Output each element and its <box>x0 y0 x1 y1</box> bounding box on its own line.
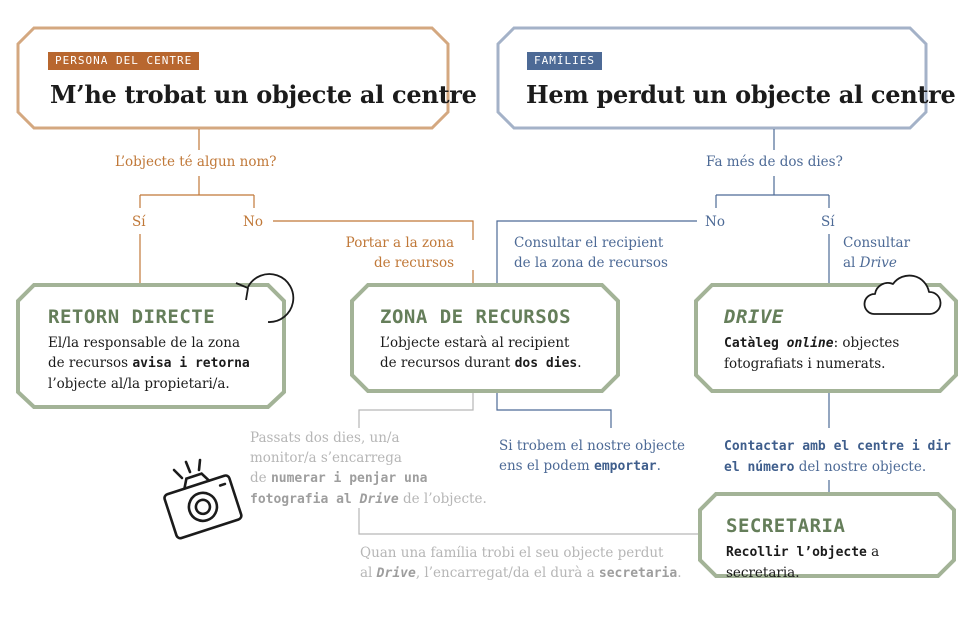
families-header-frame <box>496 26 928 130</box>
staff-tag: PERSONA DEL CENTRE <box>48 52 200 70</box>
staff-question: L’objecte té algun nom? <box>115 154 277 170</box>
retorn-title: RETORN DIRECTE <box>48 306 216 328</box>
staff-no-label: No <box>243 214 263 230</box>
camera-icon <box>163 458 243 540</box>
drive-text: Catàleg online: objectes fotografiats i … <box>724 335 900 372</box>
zona-box-frame <box>350 283 620 393</box>
secretaria-box-frame <box>698 492 956 578</box>
zona-title: ZONA DE RECURSOS <box>380 306 572 328</box>
zona-text: L’objecte estarà al recipient de recurso… <box>380 335 582 371</box>
retorn-box-frame <box>16 283 286 409</box>
families-tag: FAMÍLIES <box>527 52 602 70</box>
staff-yes-label: Sí <box>132 214 146 230</box>
note-after-two-days: Passats dos dies, un/a monitor/a s’encar… <box>250 430 487 507</box>
families-no-label: No <box>705 214 725 230</box>
families-yes-label: Sí <box>821 214 835 230</box>
drive-title: DRIVE <box>724 306 784 328</box>
return-arrow-icon <box>235 273 295 323</box>
secretaria-text: Recollir l’objecte a secretaria. <box>726 544 880 581</box>
drive-box-frame <box>694 283 958 393</box>
staff-title: M’he trobat un objecte al centre <box>50 80 477 109</box>
carry-to-resources-label: Portar a la zona de recursos <box>345 235 454 271</box>
consult-recipient-label: Consultar el recipient de la zona de rec… <box>514 235 668 271</box>
note-family-finds: Quan una família trobi el seu objecte pe… <box>360 545 682 581</box>
retorn-text: El/la responsable de la zona de recursos… <box>48 335 250 392</box>
note-found-own: Si trobem el nostre objecte ens el podem… <box>499 438 686 474</box>
families-question: Fa més de dos dies? <box>706 154 843 170</box>
cloud-icon <box>863 274 942 315</box>
note-contact-centre: Contactar amb el centre i dir el número … <box>724 439 951 475</box>
consult-drive-label: Consultar al Drive <box>843 235 911 271</box>
secretaria-title: SECRETARIA <box>726 515 846 537</box>
staff-header-frame <box>16 26 450 130</box>
families-title: Hem perdut un objecte al centre <box>526 80 956 109</box>
